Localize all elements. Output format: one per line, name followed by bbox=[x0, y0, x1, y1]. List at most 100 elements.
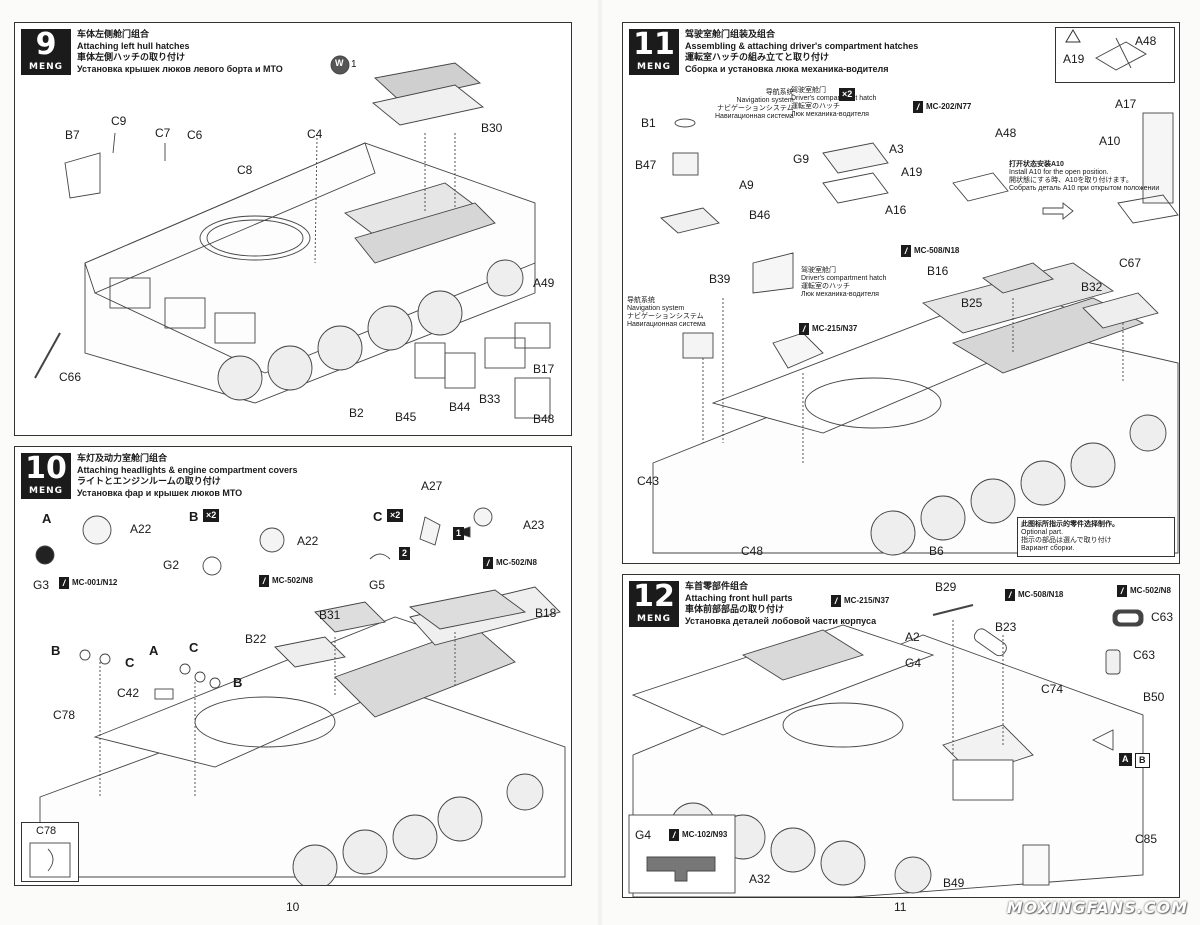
caption-jp: 運転室のハッチ bbox=[801, 283, 850, 290]
caption-ru: Люк механика-водителя bbox=[801, 291, 879, 298]
hatch-caption-mid: 驾驶室舱门 Driver's compartment hatch 運転室のハッチ… bbox=[801, 267, 886, 299]
sub-c-label: C bbox=[373, 509, 383, 524]
brand-logo: MENG bbox=[28, 486, 64, 496]
group-b-label: B bbox=[51, 643, 61, 658]
group-b-label: B bbox=[233, 675, 243, 690]
part-label: B39 bbox=[709, 272, 731, 286]
caption-en: Install A10 for the open position. bbox=[1009, 169, 1109, 176]
step-9-badge: 9 MENG bbox=[21, 29, 71, 75]
numbered-step-badge: 1 bbox=[453, 527, 465, 540]
left-page: 9 MENG 车体左侧舱门组合 Attaching left hull hatc… bbox=[0, 0, 598, 925]
step-number: 9 bbox=[35, 27, 57, 62]
paint-callout: /MC-215/N37 bbox=[799, 323, 857, 335]
title-ru: Установка крышек люков левого борта и МТ… bbox=[77, 63, 283, 74]
step-10-panel: 10 MENG 车灯及动力室舱门组合 Attaching headlights … bbox=[14, 446, 572, 886]
part-label: B33 bbox=[479, 392, 501, 406]
step-10-hull-illustration bbox=[35, 507, 566, 885]
part-label: B25 bbox=[961, 296, 983, 310]
paint-brush-icon: / bbox=[901, 245, 911, 257]
paint-callout: /MC-502/N8 bbox=[1117, 585, 1171, 597]
step-9-hull-illustration bbox=[34, 55, 551, 419]
brand-logo: MENG bbox=[28, 62, 64, 72]
title-jp: 運転室ハッチの組み立てと取り付け bbox=[685, 52, 830, 62]
step-12-hull-illustration bbox=[628, 604, 1144, 897]
part-label: B18 bbox=[535, 606, 557, 620]
title-ru: Сборка и установка люка механика-водител… bbox=[685, 63, 889, 74]
step-9-title: 车体左侧舱门组合 Attaching left hull hatches 車体左… bbox=[77, 29, 283, 75]
step-11-title: 驾驶室舱门组装及组合 Assembling & attaching driver… bbox=[685, 29, 918, 75]
brand-logo: MENG bbox=[636, 62, 672, 72]
brand-logo: MENG bbox=[636, 614, 672, 624]
caption-ru: Люк механика-водителя bbox=[791, 111, 869, 118]
title-zh: 车灯及动力室舱门组合 bbox=[77, 453, 168, 463]
paint-brush-icon: / bbox=[669, 829, 679, 841]
part-label: A27 bbox=[421, 479, 443, 493]
watermark: MOXINGFANS.COM bbox=[1006, 898, 1188, 917]
paint-callout: /MC-102/N93 bbox=[669, 829, 727, 841]
open-position-note: 打开状态安装A10 Install A10 for the open posit… bbox=[1009, 161, 1159, 193]
paint-code: MC-508/N18 bbox=[1018, 590, 1064, 600]
part-label: C63 bbox=[1133, 648, 1156, 662]
step-number: 11 bbox=[633, 27, 675, 62]
part-label: C74 bbox=[1041, 682, 1064, 696]
paint-code: MC-102/N93 bbox=[682, 830, 728, 840]
title-en: Attaching front hull parts bbox=[685, 592, 793, 603]
caption-jp: ナビゲーションシステム bbox=[627, 313, 704, 320]
inset-label: C78 bbox=[36, 825, 57, 837]
paint-brush-icon: / bbox=[483, 557, 493, 569]
nav-system-caption-mid: 导航系统 Navigation system ナビゲーションシステム Навиг… bbox=[627, 297, 706, 329]
step-11-badge: 11 MENG bbox=[629, 29, 679, 75]
part-label: G5 bbox=[369, 578, 386, 592]
optional-part-note: 此图标所指示的零件选择制作。 Optional part. 指示の部品は選んで取… bbox=[1017, 517, 1175, 557]
x2-badge: ×2 bbox=[839, 88, 856, 101]
title-ru: Установка фар и крышек люков МТО bbox=[77, 487, 243, 498]
group-c-label: C bbox=[189, 640, 199, 655]
title-ru: Установка деталей лобовой части корпуса bbox=[685, 615, 877, 626]
step-number: 10 bbox=[25, 451, 67, 486]
part-label: B1 bbox=[641, 116, 656, 130]
option-a-badge: A bbox=[1119, 753, 1132, 766]
paint-code: MC-215/N37 bbox=[812, 324, 858, 334]
group-a-label: A bbox=[149, 643, 159, 658]
caption-ru: Вариант сборки. bbox=[1021, 545, 1075, 552]
caption-ru: Собрать деталь A10 при открытом положени… bbox=[1009, 185, 1160, 192]
paint-brush-icon: / bbox=[59, 577, 69, 589]
part-label: B2 bbox=[349, 406, 364, 420]
part-label: A22 bbox=[297, 534, 319, 548]
w-count: 1 bbox=[351, 59, 357, 70]
title-en: Assembling & attaching driver's compartm… bbox=[685, 40, 919, 51]
caption-ru: Навигационная система bbox=[627, 321, 706, 328]
part-label: A22 bbox=[130, 522, 152, 536]
caption-en: Optional part. bbox=[1021, 529, 1064, 536]
part-label: A2 bbox=[905, 630, 920, 644]
title-jp: ライトとエンジンルームの取り付け bbox=[77, 476, 221, 486]
part-label: A16 bbox=[885, 203, 907, 217]
part-label: B7 bbox=[65, 128, 80, 142]
warning-inset-drawing bbox=[1065, 29, 1147, 71]
caption-en: Navigation system bbox=[627, 305, 685, 312]
paint-callout: /MC-508/N18 bbox=[1005, 589, 1063, 601]
part-label: A49 bbox=[533, 276, 555, 290]
step-12-title: 车首零部件组合 Attaching front hull parts 車体前部部… bbox=[685, 581, 876, 627]
caption-jp: 運転室のハッチ bbox=[791, 103, 840, 110]
part-label: A3 bbox=[889, 142, 904, 156]
caption-en: Driver's compartment hatch bbox=[791, 95, 877, 102]
part-label: A32 bbox=[749, 872, 771, 886]
step-10-title: 车灯及动力室舱门组合 Attaching headlights & engine… bbox=[77, 453, 298, 499]
sub-a-label: A bbox=[42, 511, 52, 526]
part-label: G4 bbox=[635, 828, 652, 842]
caption-jp: 指示の部品は選んで取り付け bbox=[1021, 537, 1112, 544]
part-label: C8 bbox=[237, 163, 253, 177]
caption-jp: 開状態にする時、A10を取り付けます。 bbox=[1009, 177, 1133, 184]
part-label: C4 bbox=[307, 127, 323, 141]
paint-code: MC-502/N8 bbox=[272, 576, 313, 586]
part-label: B44 bbox=[449, 400, 471, 414]
title-jp: 車体左側ハッチの取り付け bbox=[77, 52, 186, 62]
paint-callout: /MC-502/N8 bbox=[259, 575, 313, 587]
part-label: B50 bbox=[1143, 690, 1165, 704]
paint-callout: /MC-202/N77 bbox=[913, 101, 971, 113]
paint-callout: /MC-508/N18 bbox=[901, 245, 959, 257]
paint-brush-icon: / bbox=[831, 595, 841, 607]
sub-b-label: B bbox=[189, 509, 199, 524]
part-label: B23 bbox=[995, 620, 1017, 634]
